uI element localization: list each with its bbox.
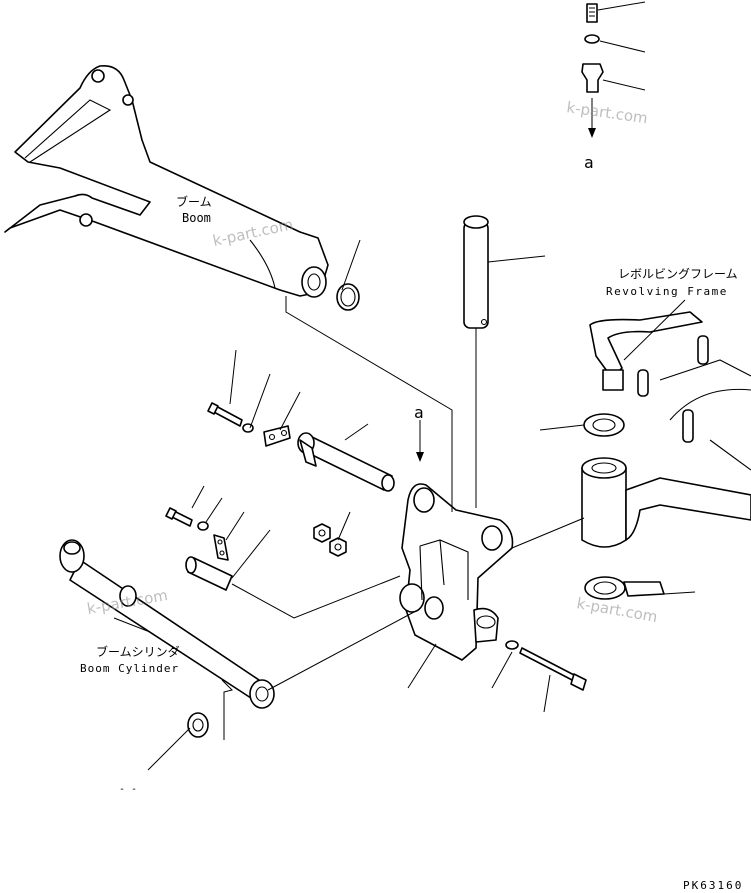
frame-label-jp: レボルビングフレーム (618, 267, 738, 281)
bracket-nut-lower[interactable] (329, 537, 347, 557)
cylinder-label-jp: ブームシリンダ (96, 644, 180, 659)
bracket-nut-upper[interactable] (313, 523, 331, 543)
leader-lines (113, 1, 696, 771)
bracket-long-bolt[interactable] (519, 647, 587, 691)
pin-plate-upper[interactable] (263, 425, 291, 447)
drawing-code: PK63160 (683, 879, 743, 892)
watermark-2: k-part.com (565, 98, 648, 127)
cylinder-washer[interactable] (187, 712, 209, 738)
frame-swing-boss[interactable] (581, 457, 751, 548)
swing-bracket-part[interactable] (399, 483, 514, 661)
cylinder-pin-lower[interactable] (185, 556, 233, 591)
top-detail-washer[interactable] (584, 34, 600, 44)
top-detail-arrow-head (588, 128, 596, 138)
watermark-4: k-part.com (575, 594, 659, 626)
pin-bolt-upper[interactable] (207, 402, 243, 427)
stray-mark: - - (119, 784, 137, 795)
view-marker-top: a (584, 153, 594, 172)
pin-plate-lower[interactable] (213, 534, 229, 561)
bracket-arrow-head (416, 452, 424, 462)
frame-washer[interactable] (583, 413, 625, 437)
view-marker-bracket: a (414, 403, 424, 422)
cylinder-pin-upper[interactable] (297, 432, 395, 492)
bracket-washer[interactable] (505, 640, 519, 650)
revolving-frame-part[interactable] (589, 311, 751, 471)
boom-collar-ring[interactable] (336, 283, 360, 311)
pin-bolt-lower[interactable] (165, 507, 193, 527)
boom-pin-long[interactable] (463, 215, 489, 329)
boom-part[interactable] (4, 64, 329, 298)
boom-label-jp: ブーム (176, 194, 212, 209)
frame-label-en: Revolving Frame (606, 285, 728, 298)
top-detail-bolt[interactable] (586, 3, 598, 23)
frame-lower-washer[interactable] (584, 576, 665, 600)
pin-washer-lower[interactable] (197, 521, 209, 531)
cylinder-label-en: Boom Cylinder (80, 662, 179, 675)
boom-cylinder-part[interactable] (59, 539, 275, 709)
boom-label-en: Boom (182, 211, 211, 225)
top-detail-fitting[interactable] (581, 63, 604, 93)
